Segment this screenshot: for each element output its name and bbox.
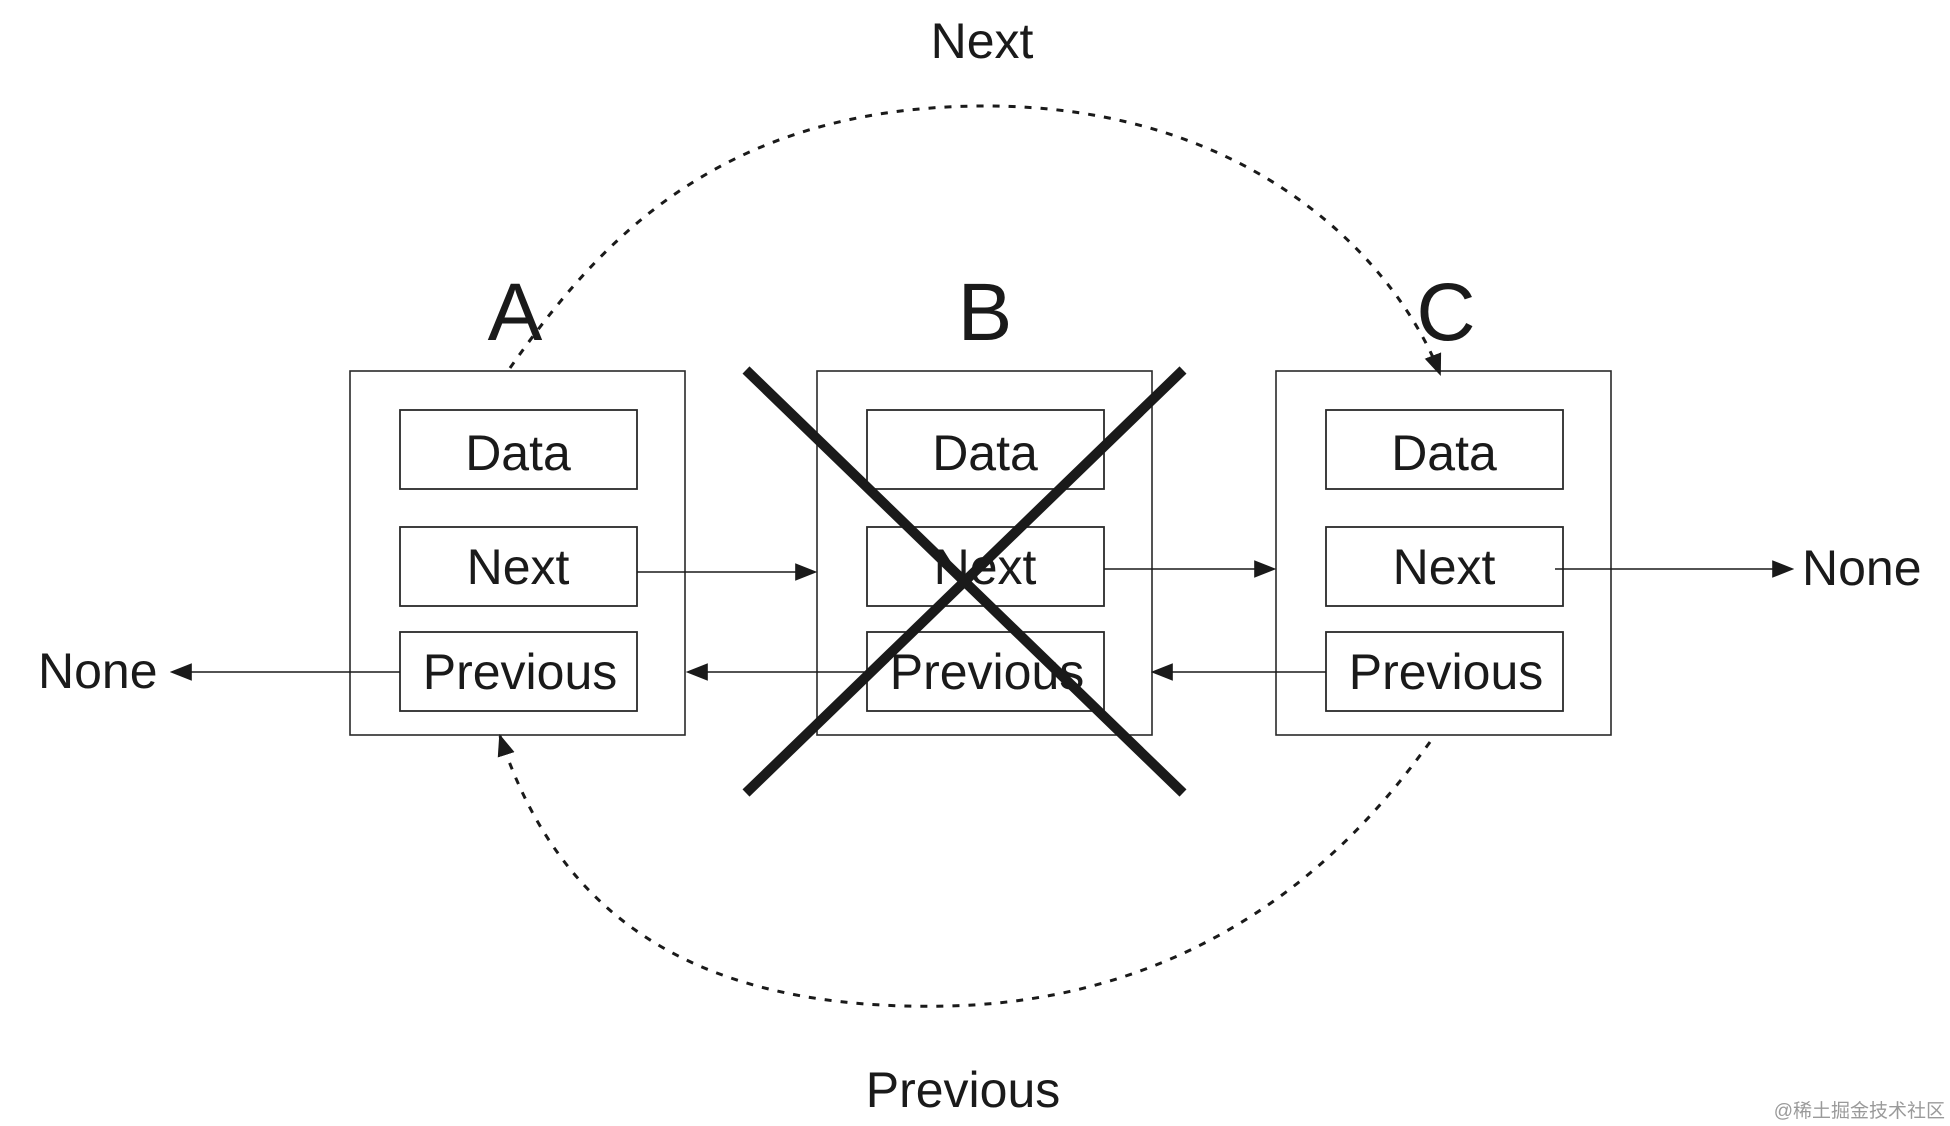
node-c-previous-label: Previous [1349, 644, 1544, 700]
delete-cross-stroke-2 [742, 366, 1187, 797]
bypass-next-arrow [508, 104, 1442, 377]
none-label-right: None [1802, 540, 1922, 596]
none-label-left: None [38, 643, 158, 699]
node-a-previous-label: Previous [423, 644, 618, 700]
node-a-label: A [488, 267, 543, 358]
bypass-previous-label: Previous [866, 1062, 1061, 1118]
node-a: A Data Next Previous [349, 267, 686, 736]
bypass-previous-arrow [497, 733, 1432, 1008]
node-a-data-label: Data [465, 425, 571, 481]
node-c-data-label: Data [1391, 425, 1497, 481]
node-c: C Data Next Previous [1275, 267, 1612, 736]
node-b: B Data Next Previous [816, 267, 1153, 736]
node-b-label: B [958, 267, 1013, 358]
node-b-data-label: Data [932, 425, 1038, 481]
node-a-data-field [399, 409, 638, 490]
node-c-label: C [1416, 267, 1475, 358]
node-c-next-label: Next [1393, 539, 1496, 595]
watermark: @稀土掘金技术社区 [1774, 1100, 1945, 1122]
node-b-data-field [866, 409, 1105, 490]
bypass-next-label: Next [931, 13, 1034, 69]
node-a-previous-field [399, 631, 638, 712]
node-a-next-field [399, 526, 638, 607]
node-c-previous-field [1325, 631, 1564, 712]
node-a-next-label: Next [467, 539, 570, 595]
node-c-next-field [1325, 526, 1564, 607]
node-c-data-field [1325, 409, 1564, 490]
